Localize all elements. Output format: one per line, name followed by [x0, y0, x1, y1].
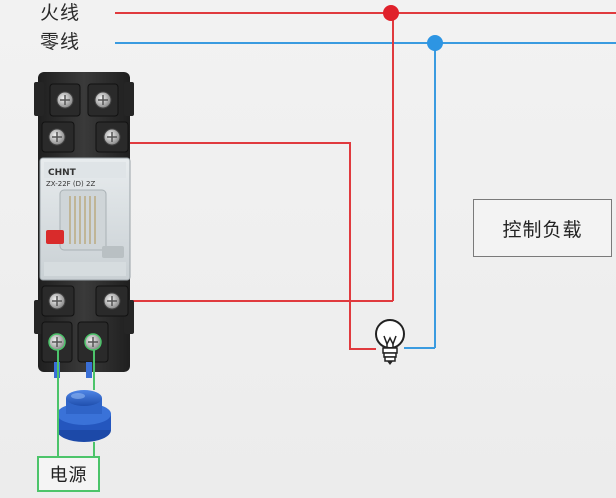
screw-terminal-icon	[48, 292, 66, 310]
screw-terminal-icon	[56, 91, 74, 109]
relay-brand-text: CHNT	[48, 168, 77, 178]
relay-to-bulb-wire	[112, 142, 376, 350]
neutral-wire-label: 零线	[40, 31, 81, 53]
screw-terminal-icon	[48, 333, 66, 351]
screw-terminal-icon	[94, 91, 112, 109]
live-junction-dot	[383, 5, 399, 21]
screw-terminal-icon	[103, 292, 121, 310]
screw-terminal-icon	[103, 128, 121, 146]
power-supply-box: 电源	[37, 456, 100, 492]
screw-terminal-icon	[48, 128, 66, 146]
power-connector-right-lower	[93, 442, 95, 456]
relay-module	[34, 72, 134, 378]
relay-model-text: ZX-22F (D) 2Z	[46, 180, 95, 188]
power-connector-right	[93, 350, 95, 390]
live-wire-label: 火线	[40, 2, 81, 24]
control-load-box: 控制负载	[473, 199, 612, 257]
screw-terminal-icon	[84, 333, 102, 351]
light-bulb-icon	[375, 319, 405, 365]
neutral-junction-dot	[427, 35, 443, 51]
indicator-led-icon	[46, 230, 64, 244]
power-connector-left	[57, 350, 59, 456]
push-button-icon	[57, 390, 111, 442]
